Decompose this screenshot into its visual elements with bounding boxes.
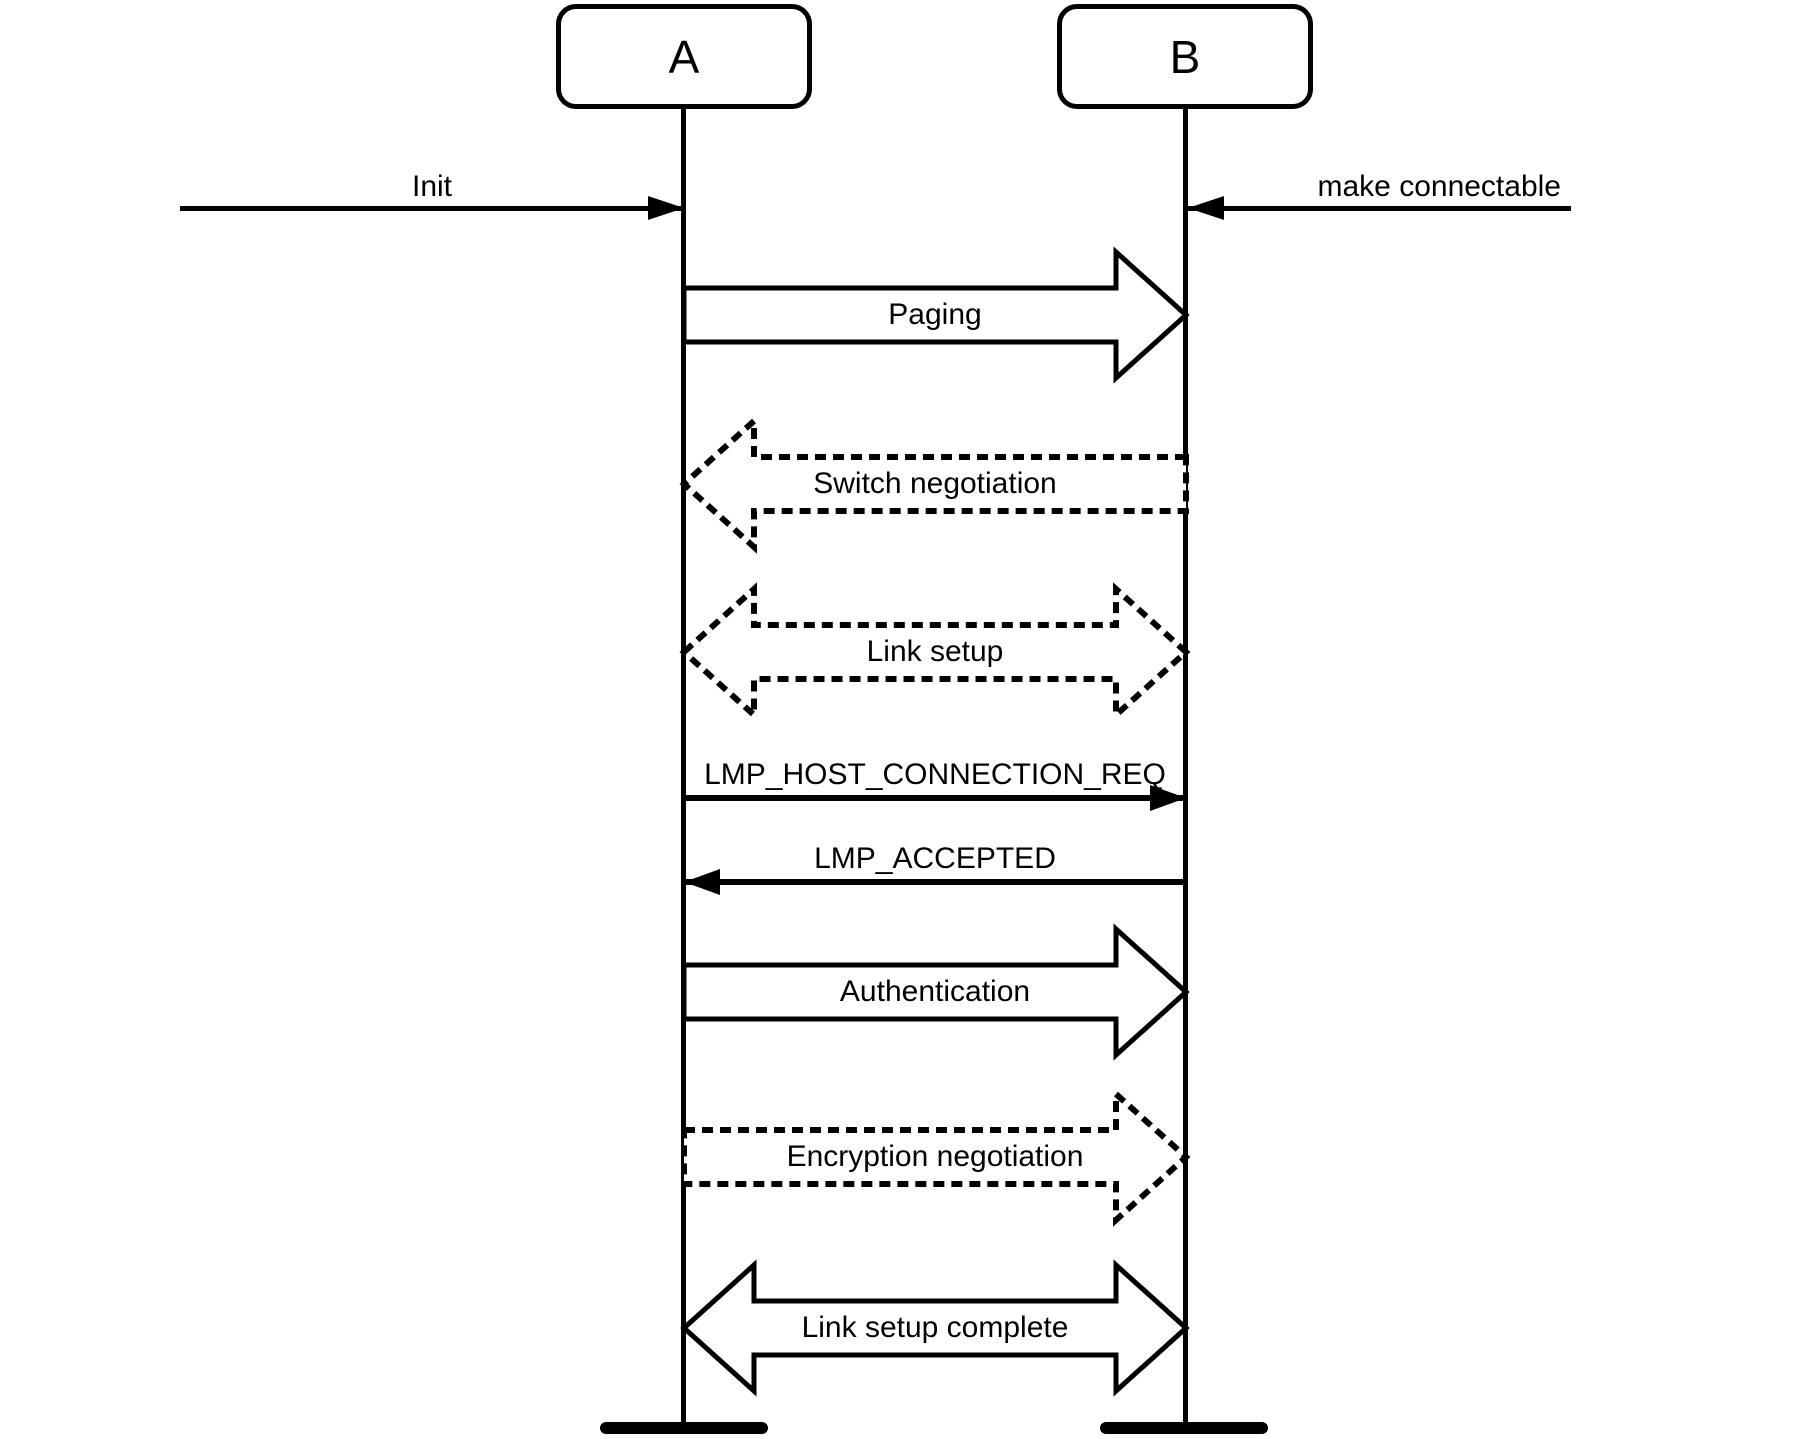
make-connectable-arrowhead: [1188, 196, 1224, 220]
lifeline-b: [1183, 109, 1188, 1422]
init-arrowhead: [648, 196, 684, 220]
link-setup-arrow-shape: [679, 582, 1191, 722]
terminator-b: [1100, 1422, 1268, 1434]
message-encryption-negotiation: Encryption negotiation: [681, 1087, 1191, 1227]
init-line: [180, 206, 684, 211]
lmp-host-connection-req-arrowhead: [1150, 785, 1186, 811]
encryption-negotiation-label: Encryption negotiation: [786, 1140, 1084, 1173]
encryption-negotiation-arrow-shape: [681, 1087, 1191, 1227]
message-paging: Paging: [681, 246, 1190, 384]
actor-box-a: A: [556, 4, 812, 109]
lmp-host-connection-req-label: LMP_HOST_CONNECTION_REQ: [704, 758, 1166, 791]
paging-label: Paging: [888, 298, 982, 331]
switch-negotiation-label: Switch negotiation: [813, 467, 1057, 500]
authentication-arrow-shape: [681, 923, 1190, 1061]
actor-label-a: A: [668, 30, 700, 83]
link-setup-complete-label: Link setup complete: [801, 1311, 1069, 1344]
make-connectable-line: [1188, 206, 1571, 211]
message-switch-negotiation: Switch negotiation: [679, 414, 1189, 554]
lmp-host-connection-req-line: [684, 795, 1186, 801]
link-setup-label: Link setup: [866, 635, 1004, 668]
message-link-setup: Link setup: [679, 582, 1191, 722]
lmp-accepted-line: [684, 879, 1186, 885]
link-setup-complete-arrow-shape: [680, 1259, 1190, 1397]
actor-box-b: B: [1057, 4, 1313, 109]
make-connectable-label: make connectable: [1317, 170, 1562, 203]
authentication-label: Authentication: [839, 975, 1031, 1008]
switch-negotiation-arrow-shape: [679, 414, 1189, 554]
lmp-accepted-arrowhead: [684, 869, 720, 895]
lifeline-a: [681, 109, 686, 1422]
message-authentication: Authentication: [681, 923, 1190, 1061]
message-link-setup-complete: Link setup complete: [680, 1259, 1190, 1397]
actor-label-b: B: [1169, 30, 1201, 83]
lmp-accepted-label: LMP_ACCEPTED: [814, 842, 1056, 875]
init-label: Init: [411, 170, 453, 203]
paging-arrow-shape: [681, 246, 1190, 384]
terminator-a: [600, 1422, 768, 1434]
